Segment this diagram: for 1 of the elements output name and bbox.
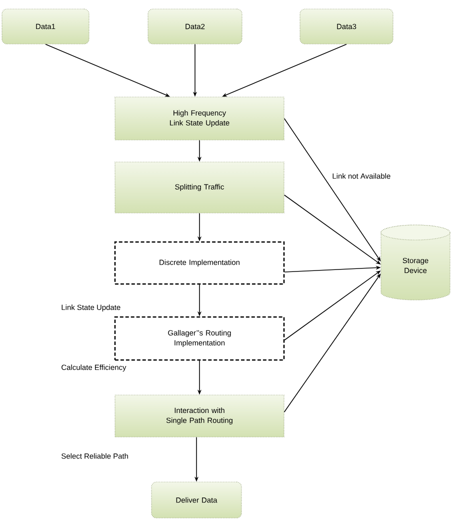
arrow [284, 274, 381, 412]
